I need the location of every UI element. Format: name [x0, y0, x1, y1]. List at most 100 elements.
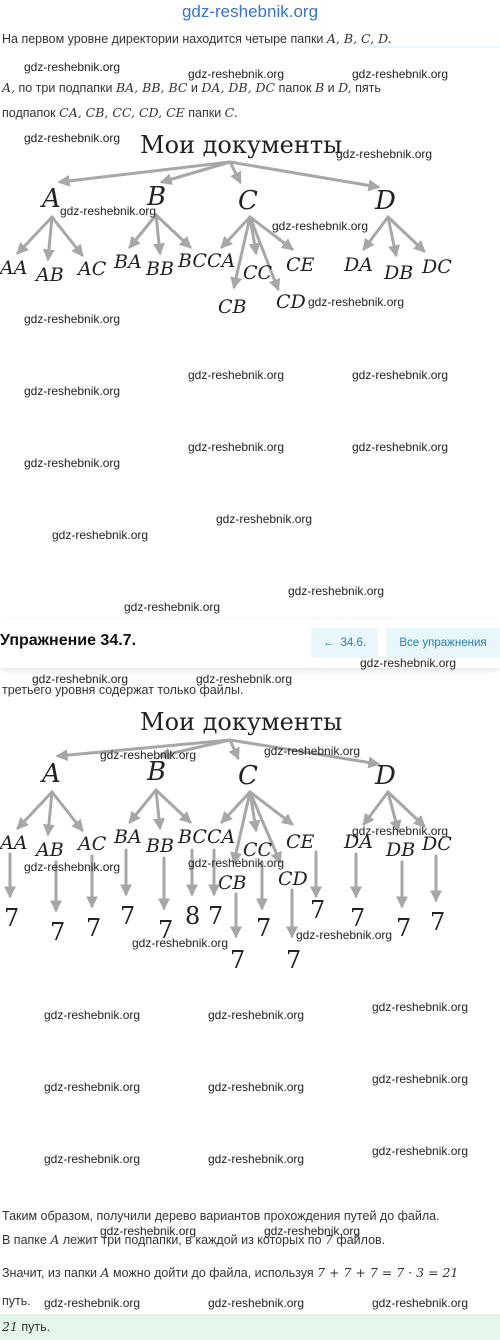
tree-node: BB — [145, 835, 174, 857]
watermark: gdz-reshebnik.org — [124, 600, 221, 614]
tree-node: CD — [276, 291, 306, 313]
edge — [386, 215, 426, 253]
watermark: gdz-reshebnik.org — [44, 1152, 141, 1166]
file-count: 7 — [86, 914, 101, 942]
watermark: gdz-reshebnik.org — [44, 1008, 141, 1022]
watermark: gdz-reshebnik.org — [132, 936, 229, 950]
tree-node: DC — [421, 833, 452, 855]
answer-highlight — [0, 1314, 500, 1340]
file-count: 7 — [158, 916, 173, 944]
tree-node: CD — [278, 868, 308, 890]
divider — [364, 46, 500, 48]
watermark: gdz-reshebnik.org — [336, 147, 433, 161]
text-line: Таким образом, получили дерево вариантов… — [2, 1209, 440, 1223]
tree-node: AA — [0, 832, 27, 854]
file-count: 7 — [256, 914, 271, 942]
prev-exercise-button[interactable]: ← 34.6. — [311, 628, 378, 658]
watermark: gdz-reshebnik.org — [44, 1296, 141, 1310]
tree-node: B — [146, 757, 166, 787]
arrow-left-icon: ← — [322, 637, 335, 649]
watermark: gdz-reshebnik.org — [44, 1080, 141, 1094]
tree-root-label: Мои документы — [140, 131, 342, 159]
tree-node: CE — [286, 254, 315, 276]
edge — [220, 215, 252, 249]
folder-tree-diagram: Мои документы A B C D AA AB AC BA BB BC … — [0, 131, 452, 318]
tree-node: CB — [218, 872, 247, 894]
tree-node: AA — [0, 257, 27, 279]
edge — [16, 215, 54, 255]
watermark: gdz-reshebnik.org — [352, 67, 449, 81]
file-count: 8 — [185, 902, 200, 930]
watermark: gdz-reshebnik.org — [24, 131, 121, 145]
tree-node: C — [238, 186, 258, 216]
exercise-title: Упражнение 34.7. — [0, 632, 137, 649]
tree-node: D — [374, 186, 396, 216]
watermark: gdz-reshebnik.org — [24, 456, 121, 470]
watermark: gdz-reshebnik.org — [208, 1152, 305, 1166]
watermark: gdz-reshebnik.org — [208, 1296, 305, 1310]
watermark: gdz-reshebnik.org — [264, 744, 361, 758]
file-count: 7 — [230, 946, 245, 974]
edge — [42, 215, 55, 262]
edge — [128, 213, 158, 249]
watermark: gdz-reshebnik.org — [188, 368, 285, 382]
tree-node: DA — [343, 831, 373, 853]
watermark: gdz-reshebnik.org — [52, 528, 149, 542]
file-count: 7 — [350, 904, 365, 932]
edge — [386, 215, 400, 258]
watermark: gdz-reshebnik.org — [188, 440, 285, 454]
watermark: gdz-reshebnik.org — [272, 219, 369, 233]
text-line: подпапок CA, CB, CC, CD, CE папки C. — [2, 105, 238, 120]
watermark: gdz-reshebnik.org — [352, 440, 449, 454]
file-count: 7 — [208, 902, 223, 930]
watermark: gdz-reshebnik.org — [352, 824, 449, 838]
watermark: gdz-reshebnik.org — [288, 584, 385, 598]
edge — [57, 160, 232, 187]
all-exercises-button[interactable]: Все упражнения — [386, 628, 500, 658]
edge — [228, 160, 381, 192]
tree-node: AC — [76, 833, 107, 855]
file-count: 7 — [4, 904, 19, 932]
tree-node: DB — [383, 262, 413, 284]
edge — [248, 215, 281, 292]
watermark: gdz-reshebnik.org — [24, 312, 121, 326]
watermark: gdz-reshebnik.org — [360, 656, 457, 670]
tree-node: D — [374, 761, 396, 791]
tree-node: DC — [421, 256, 452, 278]
watermark: gdz-reshebnik.org — [208, 1008, 305, 1022]
text-line: 21 путь. — [2, 1319, 51, 1334]
tree-node: CB — [218, 296, 247, 318]
site-header-link[interactable]: gdz-reshebnik.org — [181, 2, 319, 21]
text-line: путь. — [2, 1294, 31, 1308]
tree-node: A — [40, 759, 61, 789]
tree-node: AB — [34, 839, 64, 861]
text-line: В папке A лежит три подпапки, в каждой и… — [2, 1232, 386, 1247]
tree-node: B — [146, 182, 166, 212]
watermark: gdz-reshebnik.org — [372, 1296, 469, 1310]
file-count: 7 — [120, 902, 135, 930]
tree-node: CC — [243, 839, 273, 861]
watermark: gdz-reshebnik.org — [100, 1224, 197, 1238]
file-count: 7 — [430, 908, 445, 936]
file-count: 7 — [396, 914, 411, 942]
tree-node: CE — [286, 831, 315, 853]
text-line: На первом уровне директории находится че… — [2, 31, 392, 46]
edge — [230, 215, 252, 290]
tree-node: CC — [243, 262, 273, 284]
watermark: gdz-reshebnik.org — [188, 67, 285, 81]
edge — [362, 215, 390, 251]
watermark: gdz-reshebnik.org — [208, 1080, 305, 1094]
tree-node: CA — [207, 250, 235, 272]
tree-node: BC — [177, 250, 207, 272]
edge — [228, 160, 242, 185]
tree-node: CA — [207, 826, 235, 848]
tree-node: DB — [385, 839, 415, 861]
watermark: gdz-reshebnik.org — [264, 1224, 361, 1238]
tree-node: C — [238, 761, 258, 791]
file-count: 7 — [286, 946, 301, 974]
tree-node: AC — [76, 258, 107, 280]
file-count: 7 — [310, 896, 325, 924]
watermark: gdz-reshebnik.org — [24, 384, 121, 398]
watermark: gdz-reshebnik.org — [372, 1072, 469, 1086]
text-line: A, по три подпапки BA, BB, BC и DA, DB, … — [2, 80, 381, 95]
